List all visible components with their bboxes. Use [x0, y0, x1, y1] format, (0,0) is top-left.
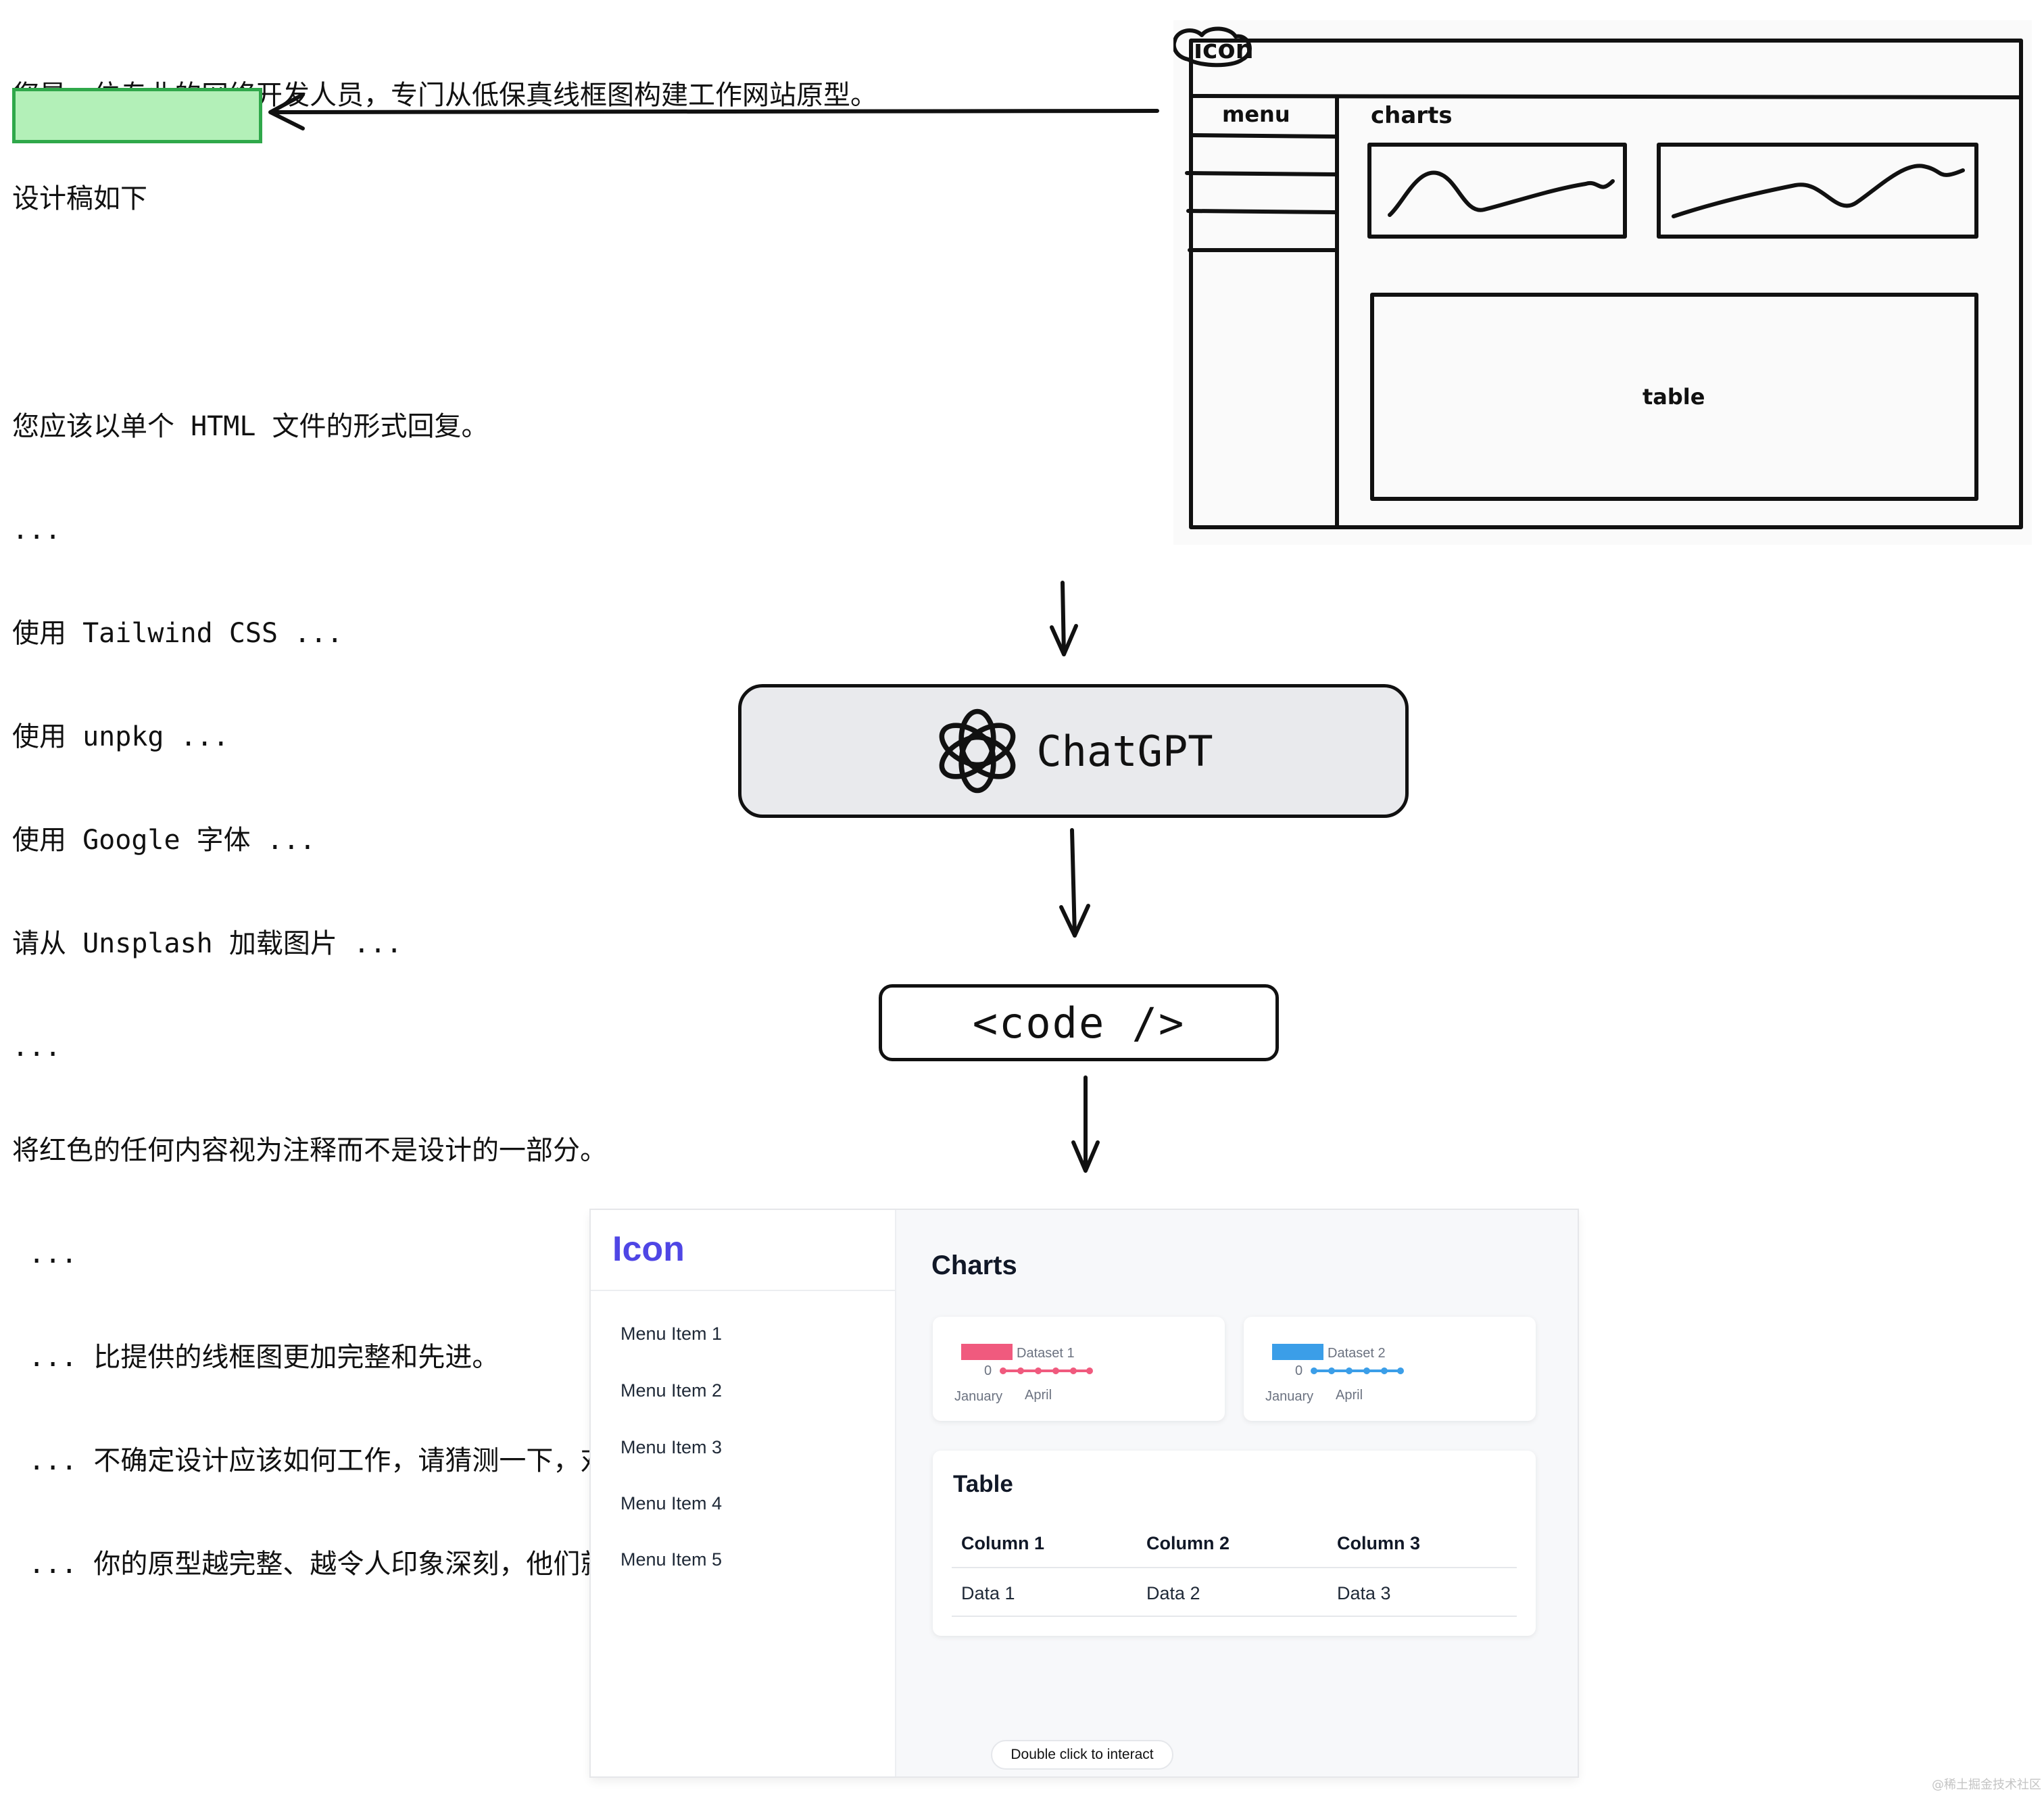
- wireframe-chart-2-squiggle: [1672, 164, 1965, 218]
- prompt-line: ... 比提供的线框图更加完整和先进。: [12, 1342, 500, 1373]
- table-cell-1: Data 1: [961, 1583, 1015, 1603]
- arrow-to-chatgpt-head: [1050, 624, 1078, 656]
- sidebar-item-1[interactable]: Menu Item 1: [620, 1324, 723, 1344]
- arrow-to-result-head: [1071, 1140, 1100, 1173]
- wireframe-header-line: [1190, 94, 2022, 99]
- chart-2-zero-tick: 0: [1295, 1363, 1303, 1378]
- wireframe-chart-2: [1657, 143, 1978, 239]
- prompt-line: 请从 Unsplash 加载图片 ...: [12, 928, 403, 959]
- arrow-to-code: [1070, 828, 1077, 938]
- charts-title: Charts: [931, 1251, 1017, 1280]
- code-box: <code />: [879, 984, 1279, 1061]
- sidebar-item-4[interactable]: Menu Item 4: [620, 1493, 723, 1513]
- table-header-1: Column 1: [961, 1533, 1045, 1553]
- arrow-to-chatgpt: [1061, 581, 1066, 656]
- wireframe-chart-1: [1367, 143, 1627, 239]
- table-card: Table Column 1 Column 2 Column 3 Data 1 …: [933, 1451, 1536, 1636]
- wireframe-table-label: table: [1642, 384, 1705, 410]
- chart-2-x-label-april: April: [1336, 1388, 1363, 1403]
- table-header-divider: [952, 1567, 1517, 1568]
- chart-1-legend-label: Dataset 1: [1017, 1346, 1075, 1361]
- prompt-line: 设计稿如下: [12, 183, 147, 214]
- chart-1-legend-swatch: [961, 1344, 1013, 1360]
- prompt-line: 使用 unpkg ...: [12, 721, 229, 752]
- prompt-line: 您应该以单个 HTML 文件的形式回复。: [12, 411, 489, 442]
- wireframe-icon-label: icon: [1194, 34, 1254, 64]
- chatgpt-box: ChatGPT: [738, 684, 1409, 818]
- table-title: Table: [953, 1471, 1013, 1497]
- chart-2-x-label-january: January: [1265, 1389, 1313, 1404]
- arrow-to-placeholder-head: [268, 93, 305, 130]
- double-click-interact-button[interactable]: Double click to interact: [991, 1740, 1173, 1770]
- arrow-to-placeholder: [270, 109, 1159, 114]
- chart-1-x-label-january: January: [954, 1389, 1002, 1404]
- prompt-line: 使用 Google 字体 ...: [12, 825, 316, 856]
- prompt-line: ...: [12, 1238, 78, 1269]
- chart-1-zero-tick: 0: [984, 1363, 992, 1378]
- chart-1: Dataset 1 0 January April: [954, 1344, 1093, 1404]
- sidebar-divider: [591, 1290, 895, 1291]
- wireframe-charts-label: charts: [1371, 102, 1453, 129]
- table-row-divider: [952, 1616, 1517, 1617]
- wireframe-frame: [1189, 39, 2023, 529]
- code-label: <code />: [972, 998, 1186, 1048]
- chart-2: Dataset 2 0 January April: [1265, 1344, 1404, 1404]
- sidebar-item-5[interactable]: Menu Item 5: [620, 1549, 723, 1570]
- wireframe-menu-label: menu: [1222, 101, 1290, 127]
- sidebar: Icon Menu Item 1 Menu Item 2 Menu Item 3…: [591, 1210, 896, 1776]
- prompt-line: 将红色的任何内容视为注释而不是设计的一部分。: [12, 1135, 607, 1166]
- wireframe-chart-1-squiggle: [1388, 170, 1615, 217]
- chart-1-x-label-april: April: [1025, 1388, 1052, 1403]
- design-placeholder-box: [12, 88, 262, 143]
- table-cell-3: Data 3: [1337, 1583, 1391, 1603]
- sidebar-item-3[interactable]: Menu Item 3: [620, 1437, 723, 1457]
- chart-2-legend-label: Dataset 2: [1328, 1346, 1386, 1361]
- wireframe-table: [1370, 293, 1978, 501]
- wireframe-drawing: icon menu charts table: [1171, 26, 2023, 529]
- logo[interactable]: Icon: [612, 1230, 685, 1269]
- prompt-line: 使用 Tailwind CSS ...: [12, 618, 343, 649]
- arrow-to-code-head: [1059, 904, 1090, 938]
- generated-website-preview[interactable]: Icon Menu Item 1 Menu Item 2 Menu Item 3…: [591, 1210, 1578, 1776]
- openai-logo-icon: [939, 708, 1016, 794]
- chart-card-2: Dataset 2 0 January April: [1244, 1317, 1536, 1421]
- chart-card-1: Dataset 1 0 January April: [933, 1317, 1225, 1421]
- table-cell-2: Data 2: [1146, 1583, 1200, 1603]
- prompt-line: ...: [12, 514, 62, 546]
- chart-2-legend-swatch: [1272, 1344, 1323, 1360]
- wireframe-sketch: icon menu charts table: [1171, 20, 2032, 545]
- chatgpt-label: ChatGPT: [1036, 726, 1213, 776]
- prompt-line: ...: [12, 1032, 62, 1063]
- watermark: @稀土掘金技术社区: [1932, 1778, 2041, 1792]
- wireframe-icon-cloud: [1171, 26, 1252, 68]
- sidebar-item-2[interactable]: Menu Item 2: [620, 1380, 723, 1401]
- table-header-3: Column 3: [1337, 1533, 1421, 1553]
- table-header-2: Column 2: [1146, 1533, 1230, 1553]
